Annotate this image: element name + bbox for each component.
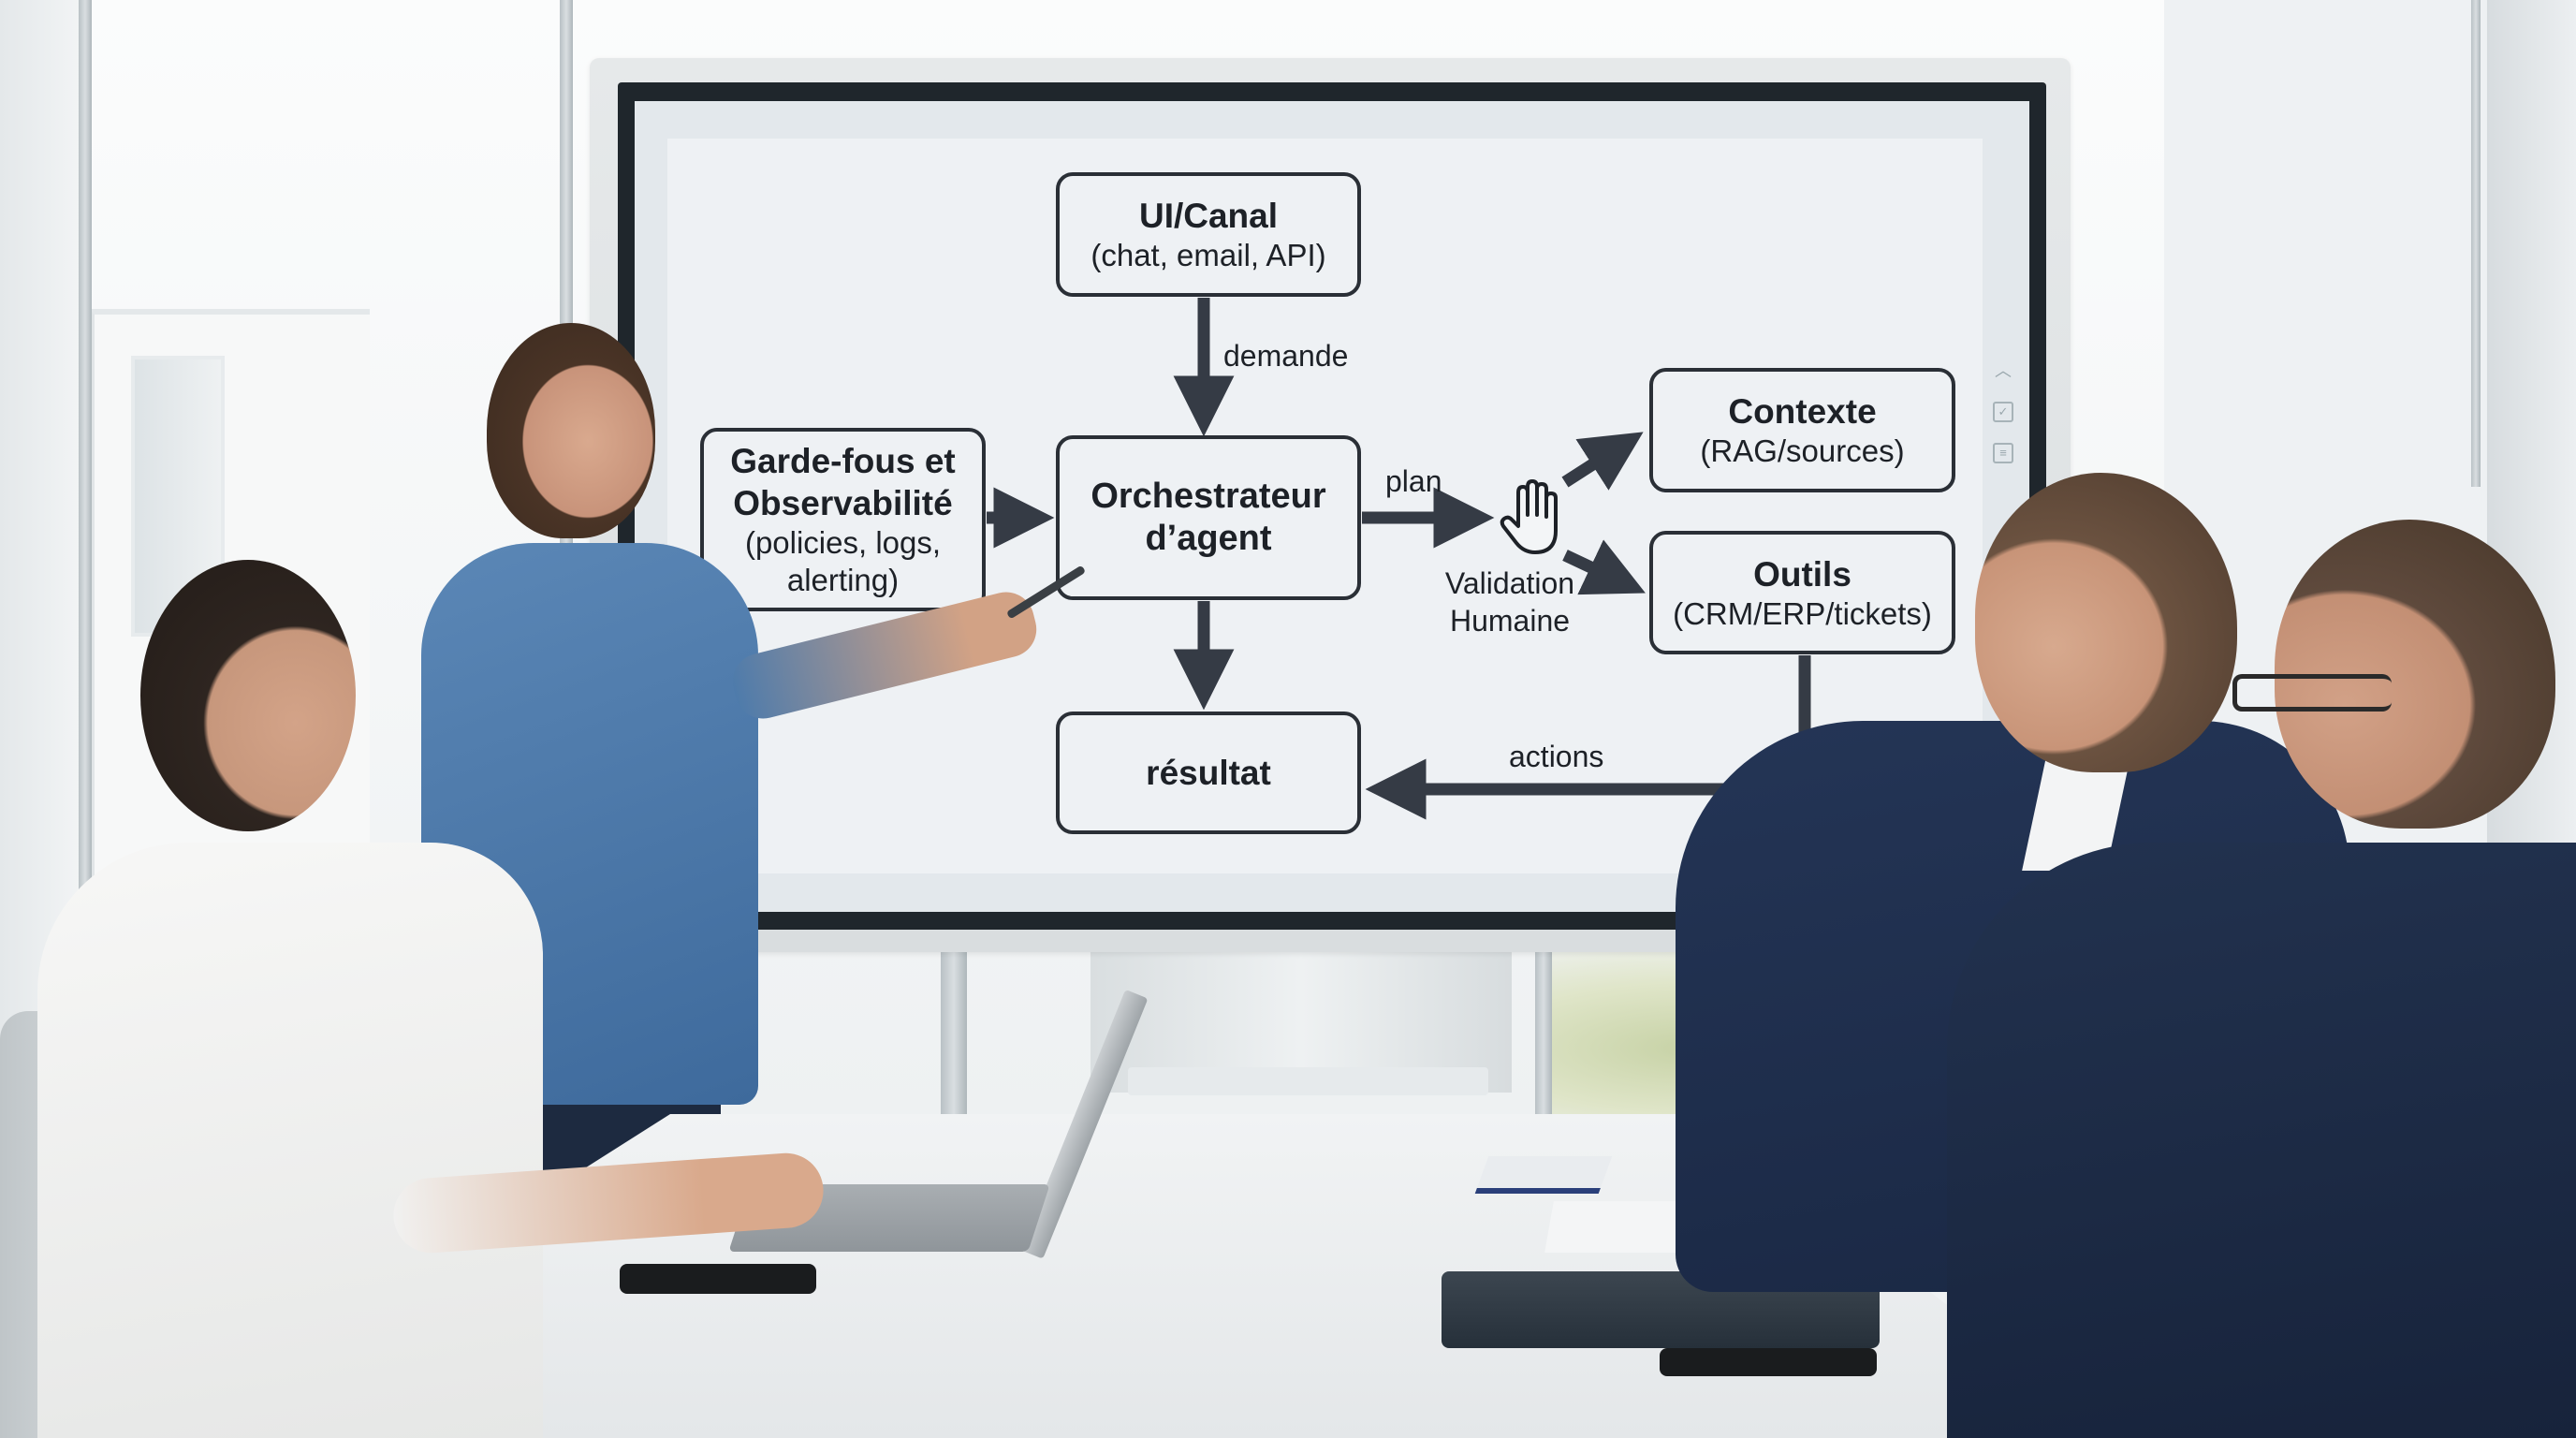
attendee-left-head (140, 560, 356, 831)
attendee-center-head (1975, 473, 2237, 772)
window-mullion (2471, 0, 2481, 487)
node-contexte: Contexte (RAG/sources) (1649, 368, 1955, 492)
validation-label: Validation Humaine (1440, 565, 1580, 639)
node-subtitle: (CRM/ERP/tickets) (1673, 595, 1932, 631)
glasses (2232, 674, 2392, 712)
window-mullion (1535, 946, 1552, 1114)
window-mullion (941, 946, 967, 1114)
display-stand-shelf (1128, 1067, 1488, 1095)
node-garde-fous: Garde-fous et Observabilité (policies, l… (700, 428, 986, 611)
attendee-left-body (37, 843, 543, 1438)
node-title-line2: Observabilité (733, 484, 953, 522)
attendee-right-body (1947, 843, 2576, 1438)
node-subtitle-line1: (policies, logs, (744, 525, 942, 560)
edge-label-demande: demande (1223, 339, 1349, 373)
document-icon[interactable]: ≡ (1993, 443, 2013, 463)
node-title: UI/Canal (1138, 197, 1279, 235)
window-mullion (79, 0, 92, 1114)
smartphone[interactable] (620, 1264, 816, 1294)
node-title-line1: Garde-fous et (730, 442, 956, 480)
validation-label-line1: Validation (1444, 566, 1575, 600)
chevron-up-icon[interactable]: ︿ (1995, 361, 2012, 380)
smartphone[interactable] (1660, 1348, 1877, 1376)
clipboard (1474, 1156, 1613, 1194)
node-title-line2: d’agent (1145, 519, 1272, 558)
node-title: Contexte (1728, 392, 1877, 431)
node-orchestrateur: Orchestrateur d’agent (1056, 435, 1361, 600)
node-resultat: résultat (1056, 712, 1361, 834)
edge-label-plan: plan (1385, 464, 1442, 498)
node-ui-canal: UI/Canal (chat, email, API) (1056, 172, 1361, 297)
node-title: résultat (1146, 754, 1271, 792)
presenter-head (487, 323, 655, 538)
node-title: Outils (1753, 554, 1852, 594)
checkbox-icon[interactable]: ✓ (1993, 402, 2013, 422)
node-subtitle: (chat, email, API) (1090, 238, 1326, 272)
validation-label-line2: Humaine (1449, 604, 1571, 638)
node-subtitle-line2: alerting) (786, 563, 900, 597)
document (1544, 1201, 1694, 1253)
edge-label-actions: actions (1509, 740, 1604, 773)
display-side-toolbar: ︿ ✓ ≡ (1984, 360, 2022, 566)
node-title-line1: Orchestrateur (1090, 477, 1326, 516)
node-outils: Outils (CRM/ERP/tickets) (1649, 531, 1955, 654)
raised-hand-icon (1500, 479, 1558, 554)
node-subtitle: (RAG/sources) (1700, 433, 1905, 468)
